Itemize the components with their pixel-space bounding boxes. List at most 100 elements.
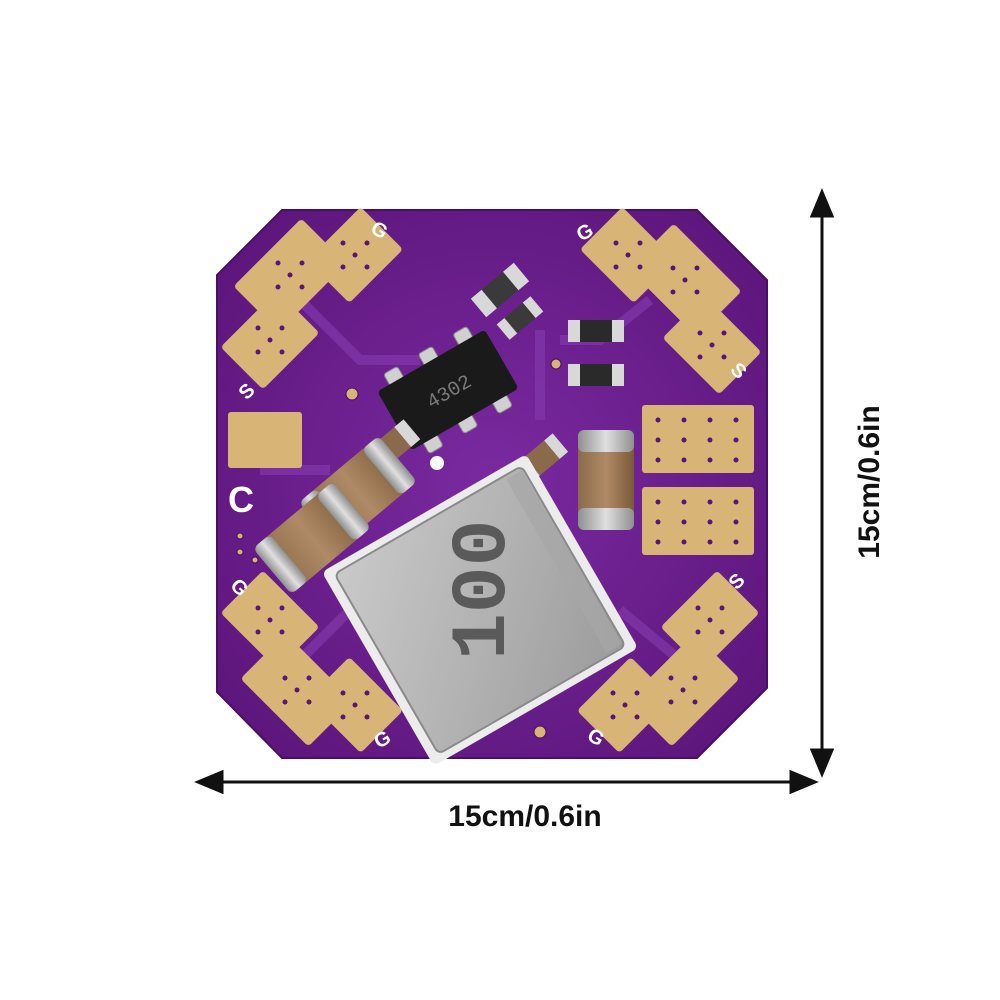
pad-via-dot [707,437,713,443]
pad-via-dot [275,284,281,290]
pad-left-single [228,412,302,468]
pad-via-dot [294,687,300,693]
pad-via-dot [707,457,713,463]
pad-via-dot [299,284,305,290]
pad-via-dot [299,260,305,266]
smd-resistor-top-2 [496,296,544,340]
pad-via-dot [267,617,273,623]
pad-via-dot [255,629,261,635]
pad-via-dot [707,539,713,545]
pad-via-dot [719,629,725,635]
pad-via-dot [733,539,739,545]
pad-via-dot [681,437,687,443]
pad-via-dot [697,330,703,336]
pad-via-dot [733,437,739,443]
pad-via-dot [255,325,261,331]
pad-via-dot [695,605,701,611]
pad-via-dot [655,417,661,423]
pad-via-dot [670,265,676,271]
pad-via-dot [707,617,713,623]
silk-mark-left-mid: C [228,479,254,520]
pad-via-dot [352,252,358,258]
height-dimension-label: 15cm/0.6in [853,405,886,559]
pad-via-dot [733,417,739,423]
pad-cluster-right [642,405,754,555]
pad-via-dot [681,499,687,505]
pad-via-dot [668,675,674,681]
pad-via-dot [707,519,713,525]
pad-vias [255,240,739,720]
pad-via-dot [364,714,370,720]
pad-via-dot [692,699,698,705]
capacitor-large-left-2 [255,484,369,592]
ic-chip: 4302 [378,326,518,454]
capacitor-large-right [578,430,634,530]
pad-via-dot [681,457,687,463]
pad-via-dot [670,289,676,295]
pad-via-dot [613,264,619,270]
pad-via-dot [364,240,370,246]
pad-via-dot [340,264,346,270]
width-dimension-arrow [194,769,819,795]
pad-via-dot [655,519,661,525]
pad-via-dot [655,499,661,505]
pad-via-dot [707,499,713,505]
pad-via-dot [613,240,619,246]
height-dimension-arrow [809,188,835,778]
pad-via-dot [255,605,261,611]
pad-via-dot [721,330,727,336]
pad-via-dot [340,240,346,246]
smd-resistor-right-2 [568,364,624,386]
pad-via-dot [255,349,261,355]
pad-via-dot [719,605,725,611]
pad-via-dot [681,519,687,525]
pad-via-dot [279,605,285,611]
pad-via-dot [709,342,715,348]
pad-via-dot [306,675,312,681]
pad-via-dot [695,629,701,635]
pad-via-dot [733,457,739,463]
pad-via-dot [634,714,640,720]
pad-via-dot [340,690,346,696]
pad-via-dot [279,325,285,331]
pad-via-dot [282,699,288,705]
pad-via-dot [707,417,713,423]
pad-via-dot [610,690,616,696]
pad-via-dot [682,277,688,283]
pad-via-dot [694,265,700,271]
pad-via-dot [279,629,285,635]
inductor-marking: 100 [440,520,528,660]
pad-via-dot [733,519,739,525]
power-inductor: 100 [324,456,636,764]
pad-via-dot [364,264,370,270]
pad-via-dot [275,260,281,266]
width-dimension-label: 15cm/0.6in [448,800,602,833]
pad-via-dot [655,437,661,443]
pad-via-dot [340,714,346,720]
pad-via-dot [655,457,661,463]
pad-via-dot [637,264,643,270]
smd-resistor-top [470,262,530,318]
pad-via-dot [694,289,700,295]
pad-via-dot [364,690,370,696]
pad-via-dot [668,699,674,705]
pad-via-dot [634,690,640,696]
pad-via-dot [306,699,312,705]
pad-via-dot [622,702,628,708]
pad-via-dot [267,337,273,343]
pad-via-dot [287,272,293,278]
pad-via-dot [681,417,687,423]
pad-via-dot [692,675,698,681]
smd-resistor-right-1 [568,320,624,342]
pad-via-dot [697,354,703,360]
pad-via-dot [352,702,358,708]
pad-via-dot [680,687,686,693]
pad-via-dot [681,539,687,545]
pad-via-dot [655,539,661,545]
silk-dot [430,456,444,470]
pad-via-dot [733,499,739,505]
pad-via-dot [610,714,616,720]
pad-via-dot [279,349,285,355]
pad-via-dot [625,252,631,258]
